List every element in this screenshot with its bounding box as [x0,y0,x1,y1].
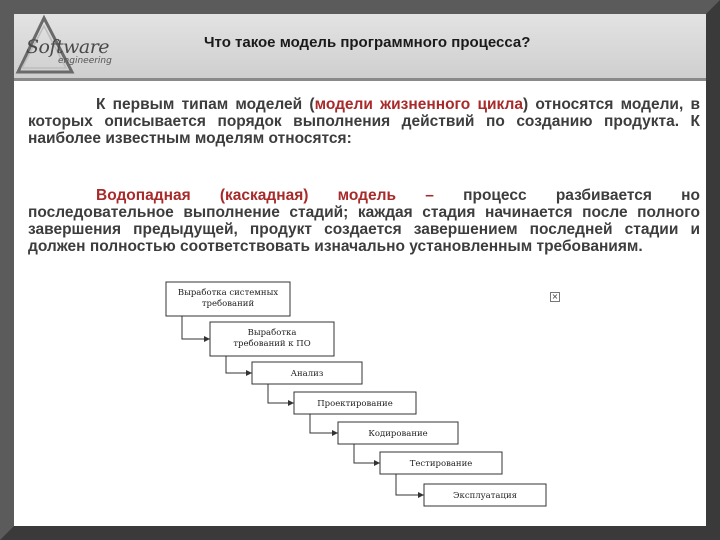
logo-triangle-icon [15,14,75,74]
logo-text-engineering: engineering [58,56,112,66]
waterfall-term: Водопадная (каскадная) модель [96,187,397,204]
waterfall-dash: – [396,187,464,204]
intro-paragraph: К первым типам моделей (модели жизненног… [28,96,700,147]
header-divider [14,78,706,81]
intro-text-end: ) относятся модели, в которых описываетс… [28,96,701,147]
broken-image-icon: × [550,292,560,302]
intro-text-start: К первым типам моделей ( [96,96,315,113]
logo-text-software: Software [26,36,110,58]
software-engineering-logo: Software engineering [14,14,114,76]
lifecycle-models-highlight: модели жизненного цикла [314,96,523,113]
waterfall-paragraph: Водопадная (каскадная) модель – процесс … [28,187,700,255]
header-band: Software engineering Что такое модель пр… [14,14,706,78]
waterfall-description: процесс разбивается но последовательное … [28,187,701,255]
page-title: Что такое модель программного процесса? [204,34,531,51]
